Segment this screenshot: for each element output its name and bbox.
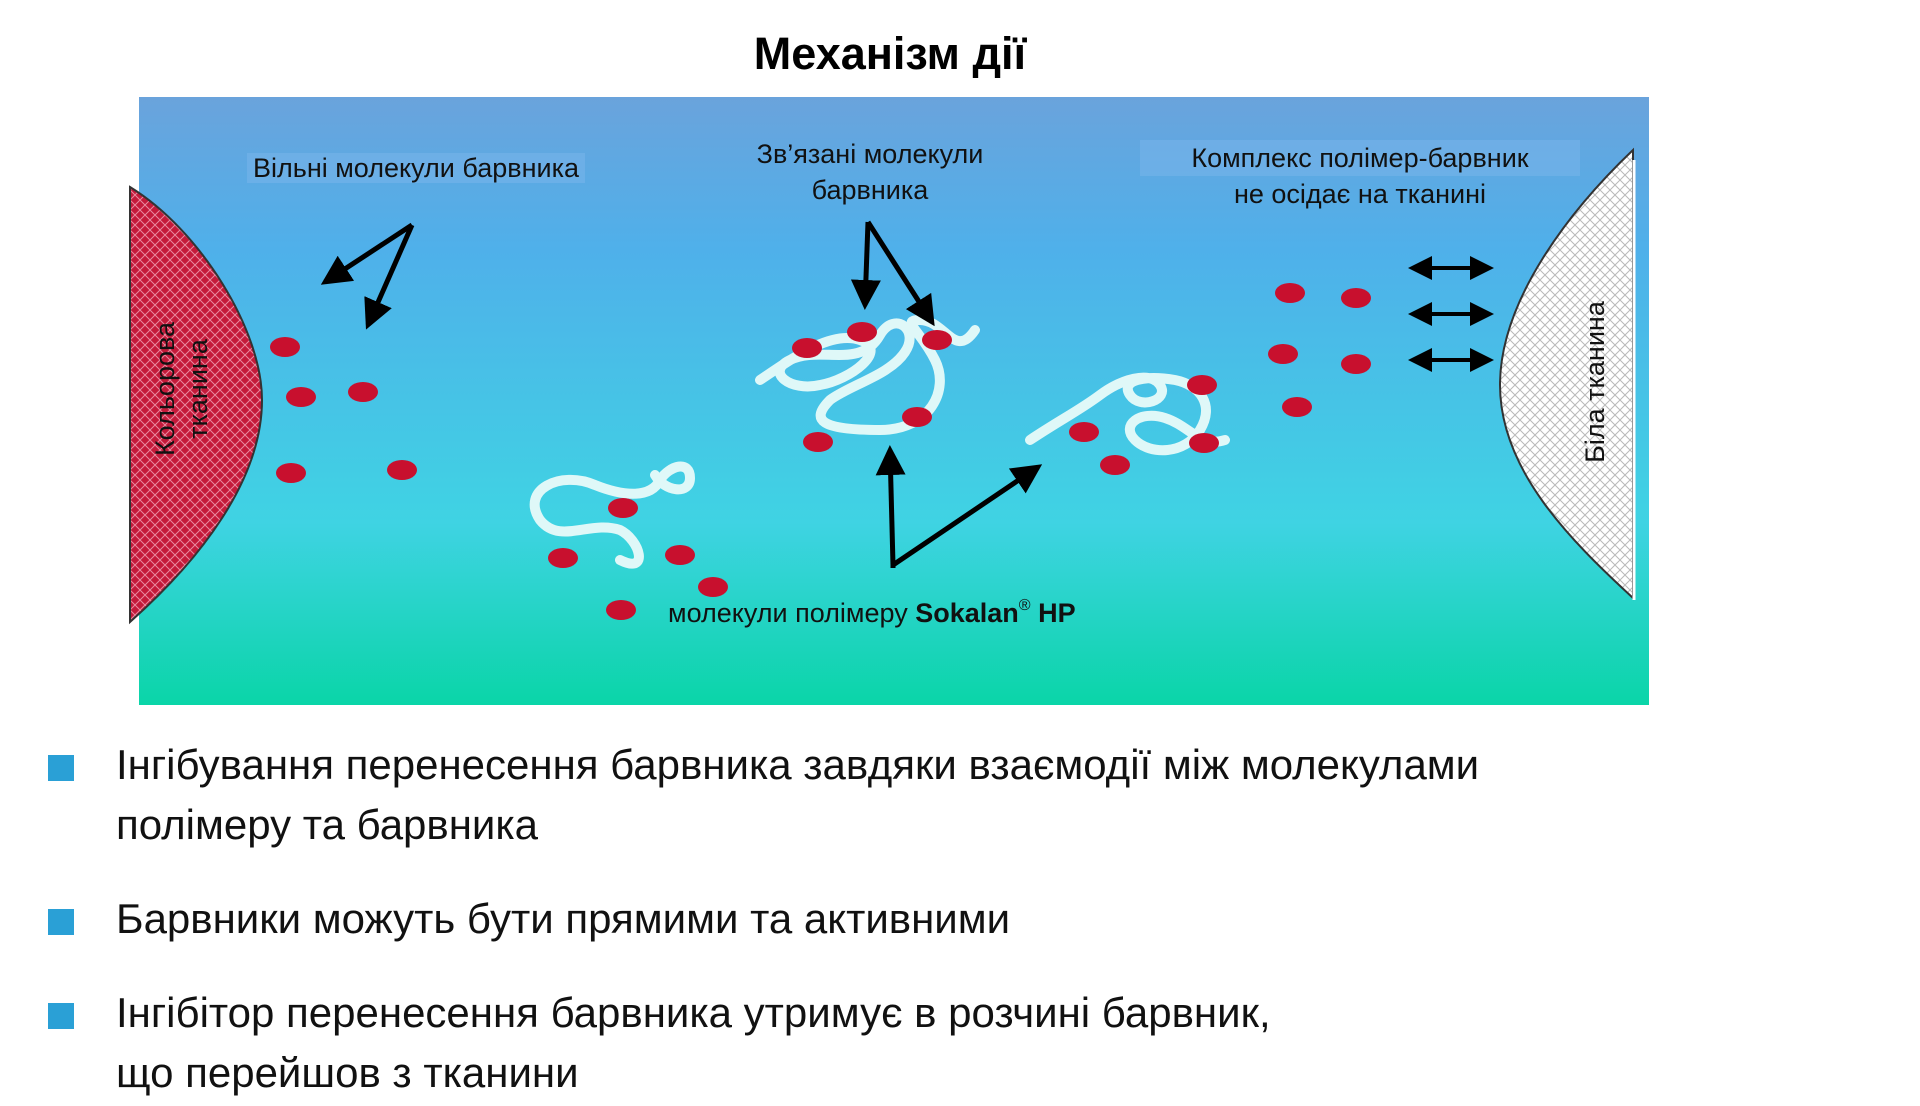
- bullet-item-2: Барвники можуть бути прямими та активним…: [44, 889, 1864, 949]
- dye-dot: [1189, 433, 1219, 453]
- dye-dot: [1282, 397, 1312, 417]
- label-white-fabric: Біла тканина: [1580, 301, 1610, 463]
- arrow-free-2: [364, 223, 415, 330]
- label-colored-fabric: Кольорова тканина: [150, 321, 213, 457]
- dye-dot: [276, 463, 306, 483]
- label-polymer-molecules: молекули полімеру Sokalan® HP: [668, 597, 1076, 628]
- dye-dot: [847, 322, 877, 342]
- bullet-square-icon: [48, 1003, 74, 1029]
- dye-dot: [608, 498, 638, 518]
- bullet-square-icon: [48, 909, 74, 935]
- solution-background: [139, 97, 1649, 705]
- label-free-molecules: Вільні молекули барвника: [228, 150, 604, 186]
- dye-dot: [270, 337, 300, 357]
- arrow-polymer-2: [891, 464, 1043, 568]
- dye-dot: [698, 577, 728, 597]
- arrow-bound-1: [850, 221, 881, 310]
- dye-dot: [548, 548, 578, 568]
- dye-dot: [792, 338, 822, 358]
- dye-dot: [606, 600, 636, 620]
- dye-dot: [1069, 422, 1099, 442]
- label-bound-molecules: Зв’язані молекули барвника: [756, 139, 984, 205]
- bullet-square-icon: [48, 755, 74, 781]
- dye-dot: [1100, 455, 1130, 475]
- dye-dot: [1341, 288, 1371, 308]
- arrow-bound-2: [865, 220, 935, 327]
- dye-dot: [1268, 344, 1298, 364]
- bullet-list: Інгібування перенесення барвника завдяки…: [44, 735, 1864, 1103]
- dye-dot: [803, 432, 833, 452]
- arrow-polymer-1: [875, 445, 906, 566]
- bullet-item-3: Інгібітор перенесення барвника утримує в…: [44, 983, 1864, 1103]
- dye-dot: [1275, 283, 1305, 303]
- bullet-item-1: Інгібування перенесення барвника завдяки…: [44, 735, 1864, 855]
- dye-dot: [902, 407, 932, 427]
- dye-dot: [665, 545, 695, 565]
- arrow-free-1: [320, 222, 414, 285]
- polymer-chain-3: [1025, 372, 1230, 456]
- white-fabric-shape: [1498, 147, 1634, 601]
- dye-dot: [387, 460, 417, 480]
- dye-dot: [286, 387, 316, 407]
- dye-dot: [348, 382, 378, 402]
- dye-dot: [922, 330, 952, 350]
- page-title: Механізм дії: [753, 28, 1027, 79]
- colored-fabric-shape: [129, 185, 264, 625]
- label-complex: Комплекс полімер-барвник не осідає на тк…: [1140, 140, 1580, 212]
- dye-dot: [1341, 354, 1371, 374]
- dye-dot: [1187, 375, 1217, 395]
- polymer-chain-1: [529, 461, 695, 569]
